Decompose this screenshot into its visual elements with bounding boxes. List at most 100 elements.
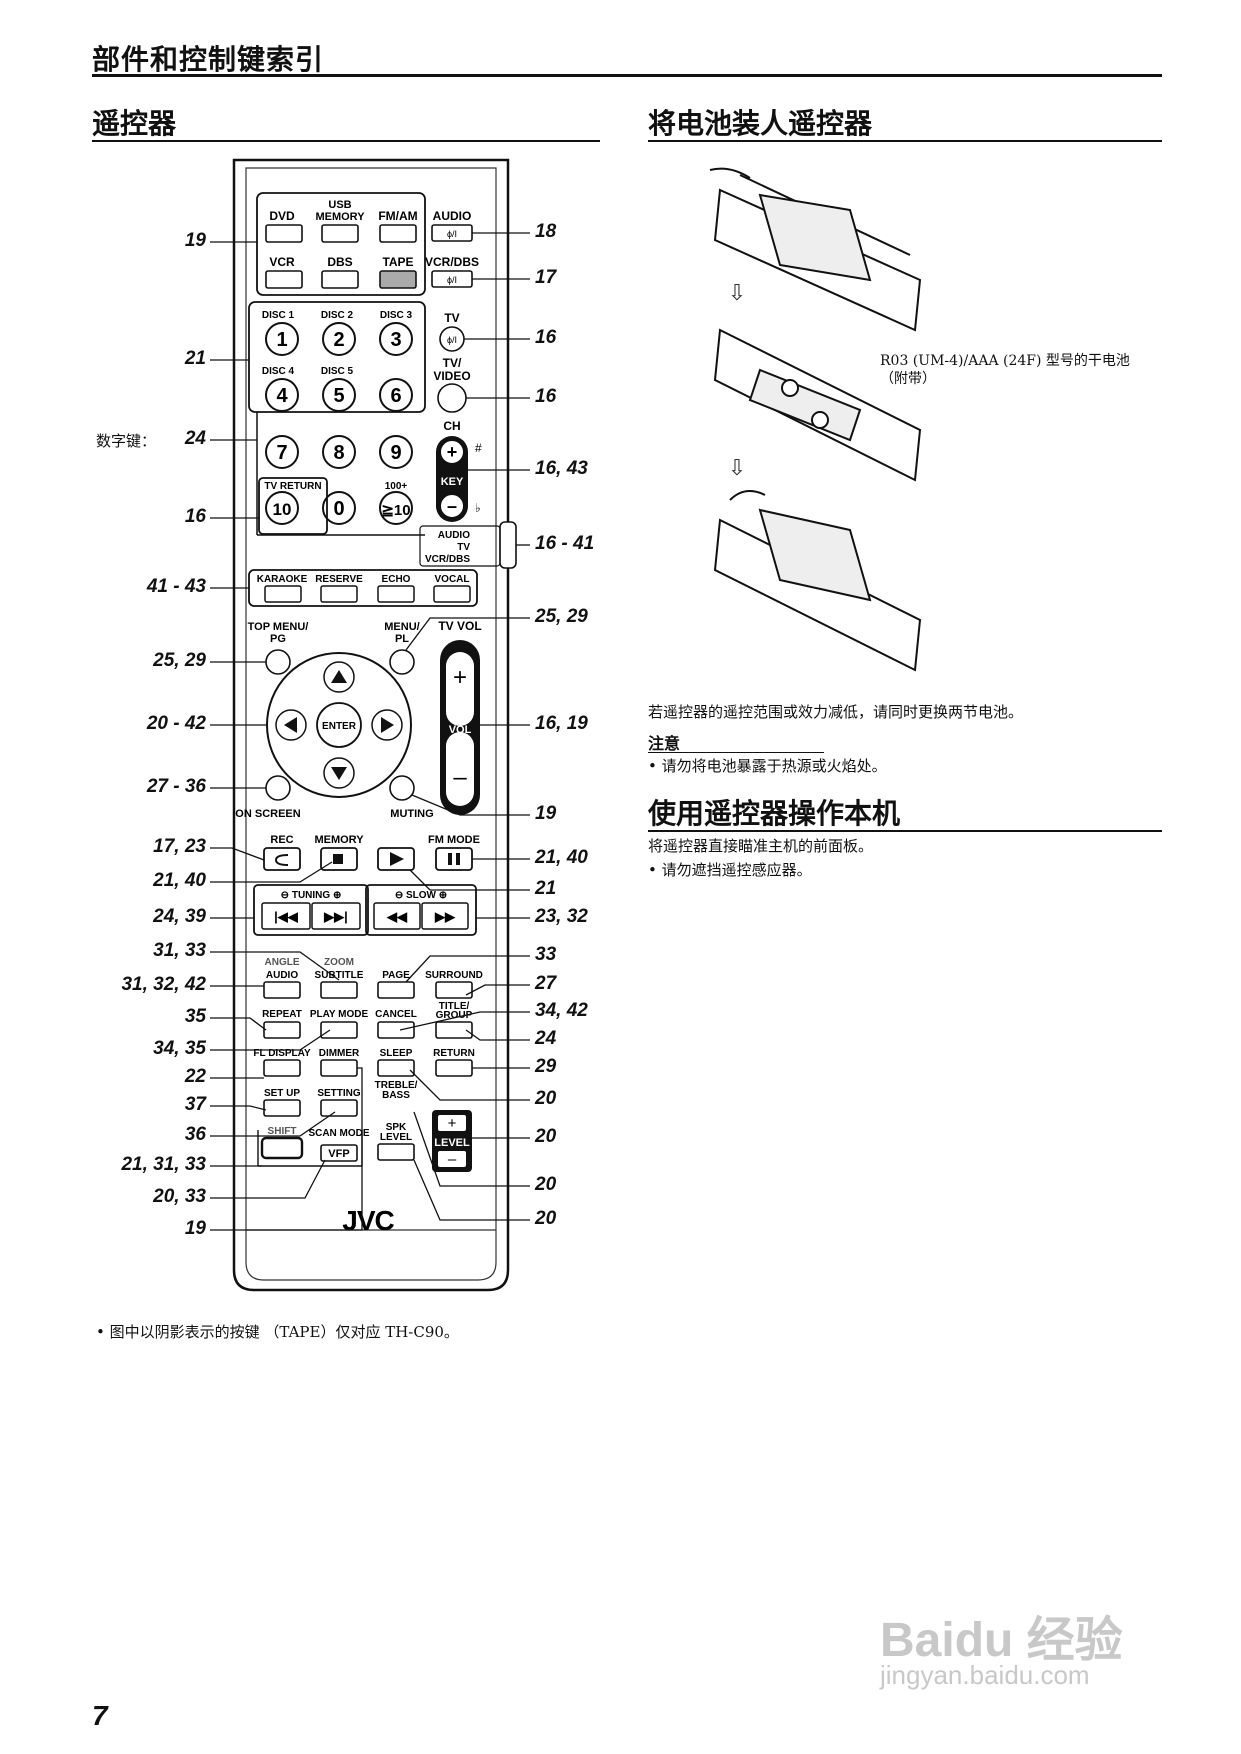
enter-button: [316, 702, 362, 748]
svg-text:3: 3: [390, 329, 401, 351]
tv-video-label: VIDEO: [433, 369, 470, 383]
svg-text:♭: ♭: [475, 501, 481, 515]
remote-inner-edge: [245, 167, 497, 1281]
svg-text:⇩: ⇩: [728, 455, 746, 480]
callout-right-20: 20: [535, 1174, 557, 1195]
callout-right-9: 19: [535, 803, 557, 824]
svg-text:#: #: [475, 441, 482, 455]
slow-group: [365, 884, 477, 936]
dvd-button: [265, 224, 303, 243]
svg-text:–: –: [453, 764, 467, 791]
svg-text:SCAN MODE: SCAN MODE: [308, 1128, 369, 1139]
ch-label: CH: [443, 419, 460, 433]
svg-text:100+: 100+: [385, 481, 408, 492]
usb-memory-button: [321, 224, 359, 243]
callout-right-16: 24: [535, 1028, 557, 1049]
svg-text:CANCEL: CANCEL: [375, 1009, 417, 1020]
remote-footnote: • 图中以阴影表示的按键 （TAPE）仅对应 TH-C90。: [96, 1323, 459, 1341]
callout-right-14: 27: [535, 973, 557, 994]
callout-left-13: 31, 32, 42: [121, 974, 206, 995]
svg-text:9: 9: [390, 442, 401, 464]
svg-text:+: +: [453, 664, 467, 691]
pause-button: [435, 847, 473, 871]
source-label-tape: TAPE: [382, 255, 413, 269]
source-label-dbs: DBS: [327, 255, 352, 269]
svg-text:LEVEL: LEVEL: [380, 1132, 412, 1143]
svg-text:6: 6: [390, 385, 401, 407]
svg-text:⊖ SLOW ⊕: ⊖ SLOW ⊕: [395, 890, 447, 901]
svg-text:VFP: VFP: [328, 1148, 349, 1160]
remote-section-title: 遥控器: [92, 107, 177, 140]
svg-text:AUDIO: AUDIO: [438, 530, 470, 541]
source-label-dvd: DVD: [269, 209, 295, 223]
callout-left-2: 21: [184, 348, 206, 369]
svg-text:⇩: ⇩: [728, 280, 746, 305]
callout-right-2: 17: [535, 267, 557, 288]
remote-section-rule: [92, 140, 600, 142]
svg-text:PLAY MODE: PLAY MODE: [310, 1009, 369, 1020]
battery-illustration-1: [709, 167, 922, 332]
callout-left-12: 31, 33: [153, 940, 206, 961]
tv-vol-label: TV VOL: [438, 619, 481, 633]
svg-text:SURROUND: SURROUND: [425, 970, 483, 981]
callout-right-1: 18: [535, 221, 557, 242]
svg-text:DISC 3: DISC 3: [380, 310, 413, 321]
svg-text:ZOOM: ZOOM: [324, 957, 354, 968]
number-keys: 1 2 3 4 5 6 7 8 9 10 0 ≧10: [265, 322, 413, 525]
svg-text:TV/: TV/: [443, 356, 462, 370]
svg-text:⊖ TUNING ⊕: ⊖ TUNING ⊕: [281, 890, 342, 901]
svg-text:TV: TV: [457, 542, 470, 553]
top-menu-button: [265, 649, 291, 675]
callout-right-13: 33: [535, 944, 557, 965]
svg-text:SET UP: SET UP: [264, 1088, 300, 1099]
callout-left-6: 25, 29: [153, 650, 206, 671]
battery-replace-text: 若遥控器的遥控范围或效力减低，请同时更换两节电池。: [648, 703, 1024, 721]
svg-text:MUTING: MUTING: [390, 808, 433, 820]
callout-right-7: 25, 29: [535, 606, 588, 627]
menu-button: [389, 649, 415, 675]
svg-text:5: 5: [333, 385, 344, 407]
svg-text:VOCAL: VOCAL: [435, 574, 470, 585]
svg-text:10: 10: [273, 500, 292, 519]
source-label-fmam: FM/AM: [378, 209, 417, 223]
svg-text:–: –: [448, 1151, 457, 1168]
watermark-url: jingyan.baidu.com: [880, 1660, 1090, 1690]
svg-text:ON SCREEN: ON SCREEN: [235, 808, 300, 820]
tape-button: [379, 270, 417, 289]
callout-left-18: 36: [184, 1124, 206, 1145]
svg-text:≧10: ≧10: [381, 502, 410, 519]
fmam-button: [379, 224, 417, 243]
svg-text:BASS: BASS: [382, 1090, 410, 1101]
vcrdbs-power-label: VCR/DBS: [425, 255, 479, 269]
svg-text:GROUP: GROUP: [436, 1010, 473, 1021]
callout-left-11: 24, 39: [153, 906, 206, 927]
svg-text:+: +: [448, 1115, 457, 1132]
rec-button: [263, 847, 301, 871]
page-header-title: 部件和控制键索引: [92, 43, 325, 76]
callout-right-19: 20: [535, 1126, 557, 1147]
svg-text:TV RETURN: TV RETURN: [264, 481, 321, 492]
callout-left-15: 34, 35: [153, 1038, 206, 1059]
callout-left-9: 17, 23: [153, 836, 206, 857]
callout-left-5: 41 - 43: [146, 576, 206, 597]
callout-right-8: 16, 19: [535, 713, 588, 734]
callout-left-10: 21, 40: [153, 870, 206, 891]
svg-text:FM MODE: FM MODE: [428, 834, 480, 846]
tv-video-button: [437, 383, 467, 413]
operate-section-title: 使用遥控器操作本机: [648, 797, 901, 830]
source-group-box: [256, 192, 426, 296]
callout-right-12: 23, 32: [535, 906, 588, 927]
svg-text:PG: PG: [270, 633, 286, 645]
svg-text:|◀◀: |◀◀: [274, 909, 299, 924]
svg-text:ENTER: ENTER: [322, 721, 357, 732]
svg-text:PL: PL: [395, 633, 409, 645]
callout-left-16: 22: [184, 1066, 206, 1087]
battery-illustration-2: [713, 328, 922, 482]
svg-text:◀◀: ◀◀: [386, 909, 408, 924]
vcr-button: [265, 270, 303, 289]
caution-rule: [648, 752, 824, 753]
mode-switch: [499, 521, 517, 569]
callout-left-1: 19: [184, 230, 206, 251]
callout-right-3: 16: [535, 327, 557, 348]
svg-text:0: 0: [333, 498, 344, 520]
